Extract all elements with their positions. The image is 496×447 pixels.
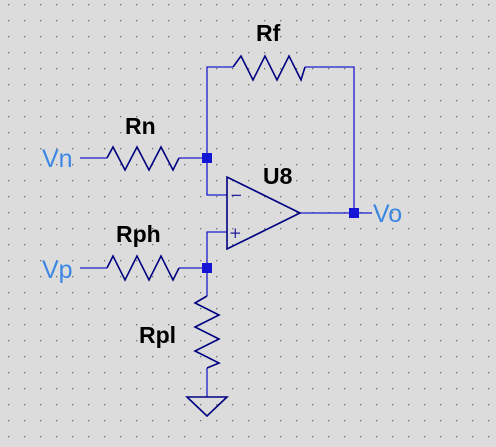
resistor-rf (232, 54, 306, 83)
opamp-inverting-pin: − (230, 186, 243, 204)
node-inverting-junction (202, 153, 212, 163)
wire-node-to-inverting (206, 158, 227, 196)
label-rph: Rph (116, 221, 161, 247)
wire-feedback-left (206, 66, 233, 158)
node-noninverting-junction (202, 263, 212, 273)
resistor-rpl (193, 295, 221, 369)
label-rf: Rf (256, 20, 281, 46)
label-rn: Rn (125, 113, 156, 139)
node-output (349, 208, 359, 218)
grid-dots (8, 4, 490, 438)
wire-node-to-noninverting (206, 231, 227, 268)
opamp-u8-body (226, 175, 302, 251)
wire-feedback-right (305, 66, 355, 213)
ground-symbol (184, 396, 230, 418)
wires (80, 66, 372, 397)
net-label-vn: Vn (42, 145, 73, 173)
resistor-rph (106, 254, 180, 282)
resistor-rn (106, 145, 180, 172)
label-u8: U8 (263, 163, 293, 189)
opamp-noninverting-pin: + (229, 224, 242, 242)
label-rpl: Rpl (139, 322, 176, 348)
net-label-vo: Vo (373, 200, 402, 228)
net-label-vp: Vp (42, 256, 73, 284)
